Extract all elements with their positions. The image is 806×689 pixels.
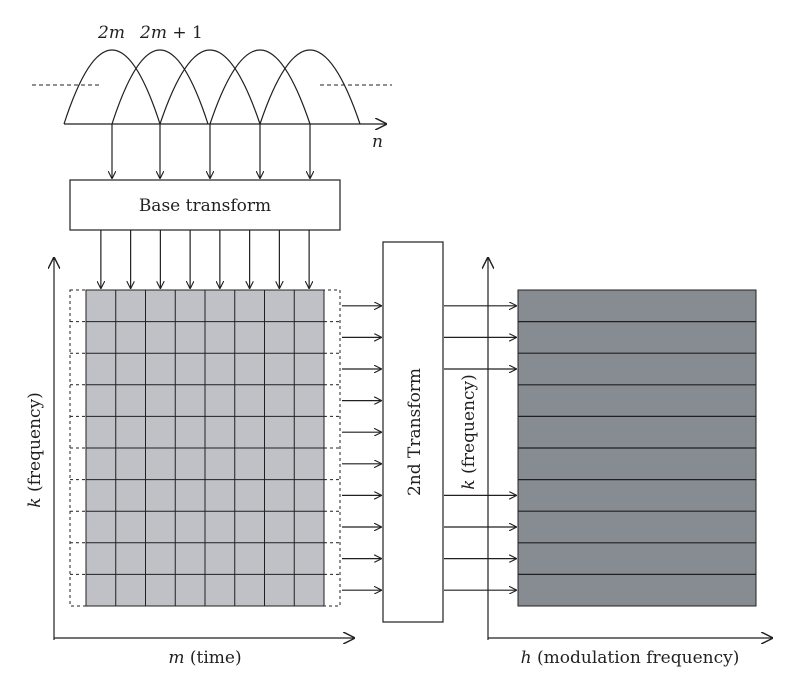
label-n-axis: n bbox=[372, 132, 383, 152]
left-y-axis-label: k (frequency) bbox=[25, 392, 45, 507]
second-transform-label: 2nd Transform bbox=[405, 368, 425, 496]
modulation-spectrum-grid bbox=[517, 289, 757, 607]
time-frequency-grid bbox=[85, 289, 325, 607]
left-x-axis-label: m (time) bbox=[168, 648, 241, 668]
modulation-spectrum-row-lines bbox=[518, 321, 756, 576]
window-arch-2 bbox=[111, 49, 209, 125]
base-transform-label: Base transform bbox=[139, 196, 271, 216]
window-arch-3 bbox=[159, 49, 261, 125]
window-arch-5 bbox=[259, 49, 361, 125]
window-arch-4 bbox=[209, 49, 311, 125]
right-x-axis-label: h (modulation frequency) bbox=[521, 648, 740, 668]
window-signal bbox=[32, 49, 392, 125]
arrows-to-base-transform bbox=[112, 124, 310, 178]
grid-dashed-row-lines bbox=[70, 321, 340, 575]
right-y-axis-label: k (frequency) bbox=[459, 374, 479, 489]
arrows-to-output bbox=[444, 306, 516, 590]
arrows-to-grid bbox=[101, 230, 309, 288]
second-transform-box bbox=[382, 241, 444, 623]
arrows-to-second-transform bbox=[342, 306, 381, 590]
window-arch-1 bbox=[63, 49, 161, 125]
base-transform-box bbox=[69, 179, 341, 231]
label-2m-plus-1: 2m + 1 bbox=[139, 23, 203, 43]
time-frequency-grid-lines bbox=[86, 290, 324, 606]
label-2m: 2m bbox=[97, 23, 125, 43]
